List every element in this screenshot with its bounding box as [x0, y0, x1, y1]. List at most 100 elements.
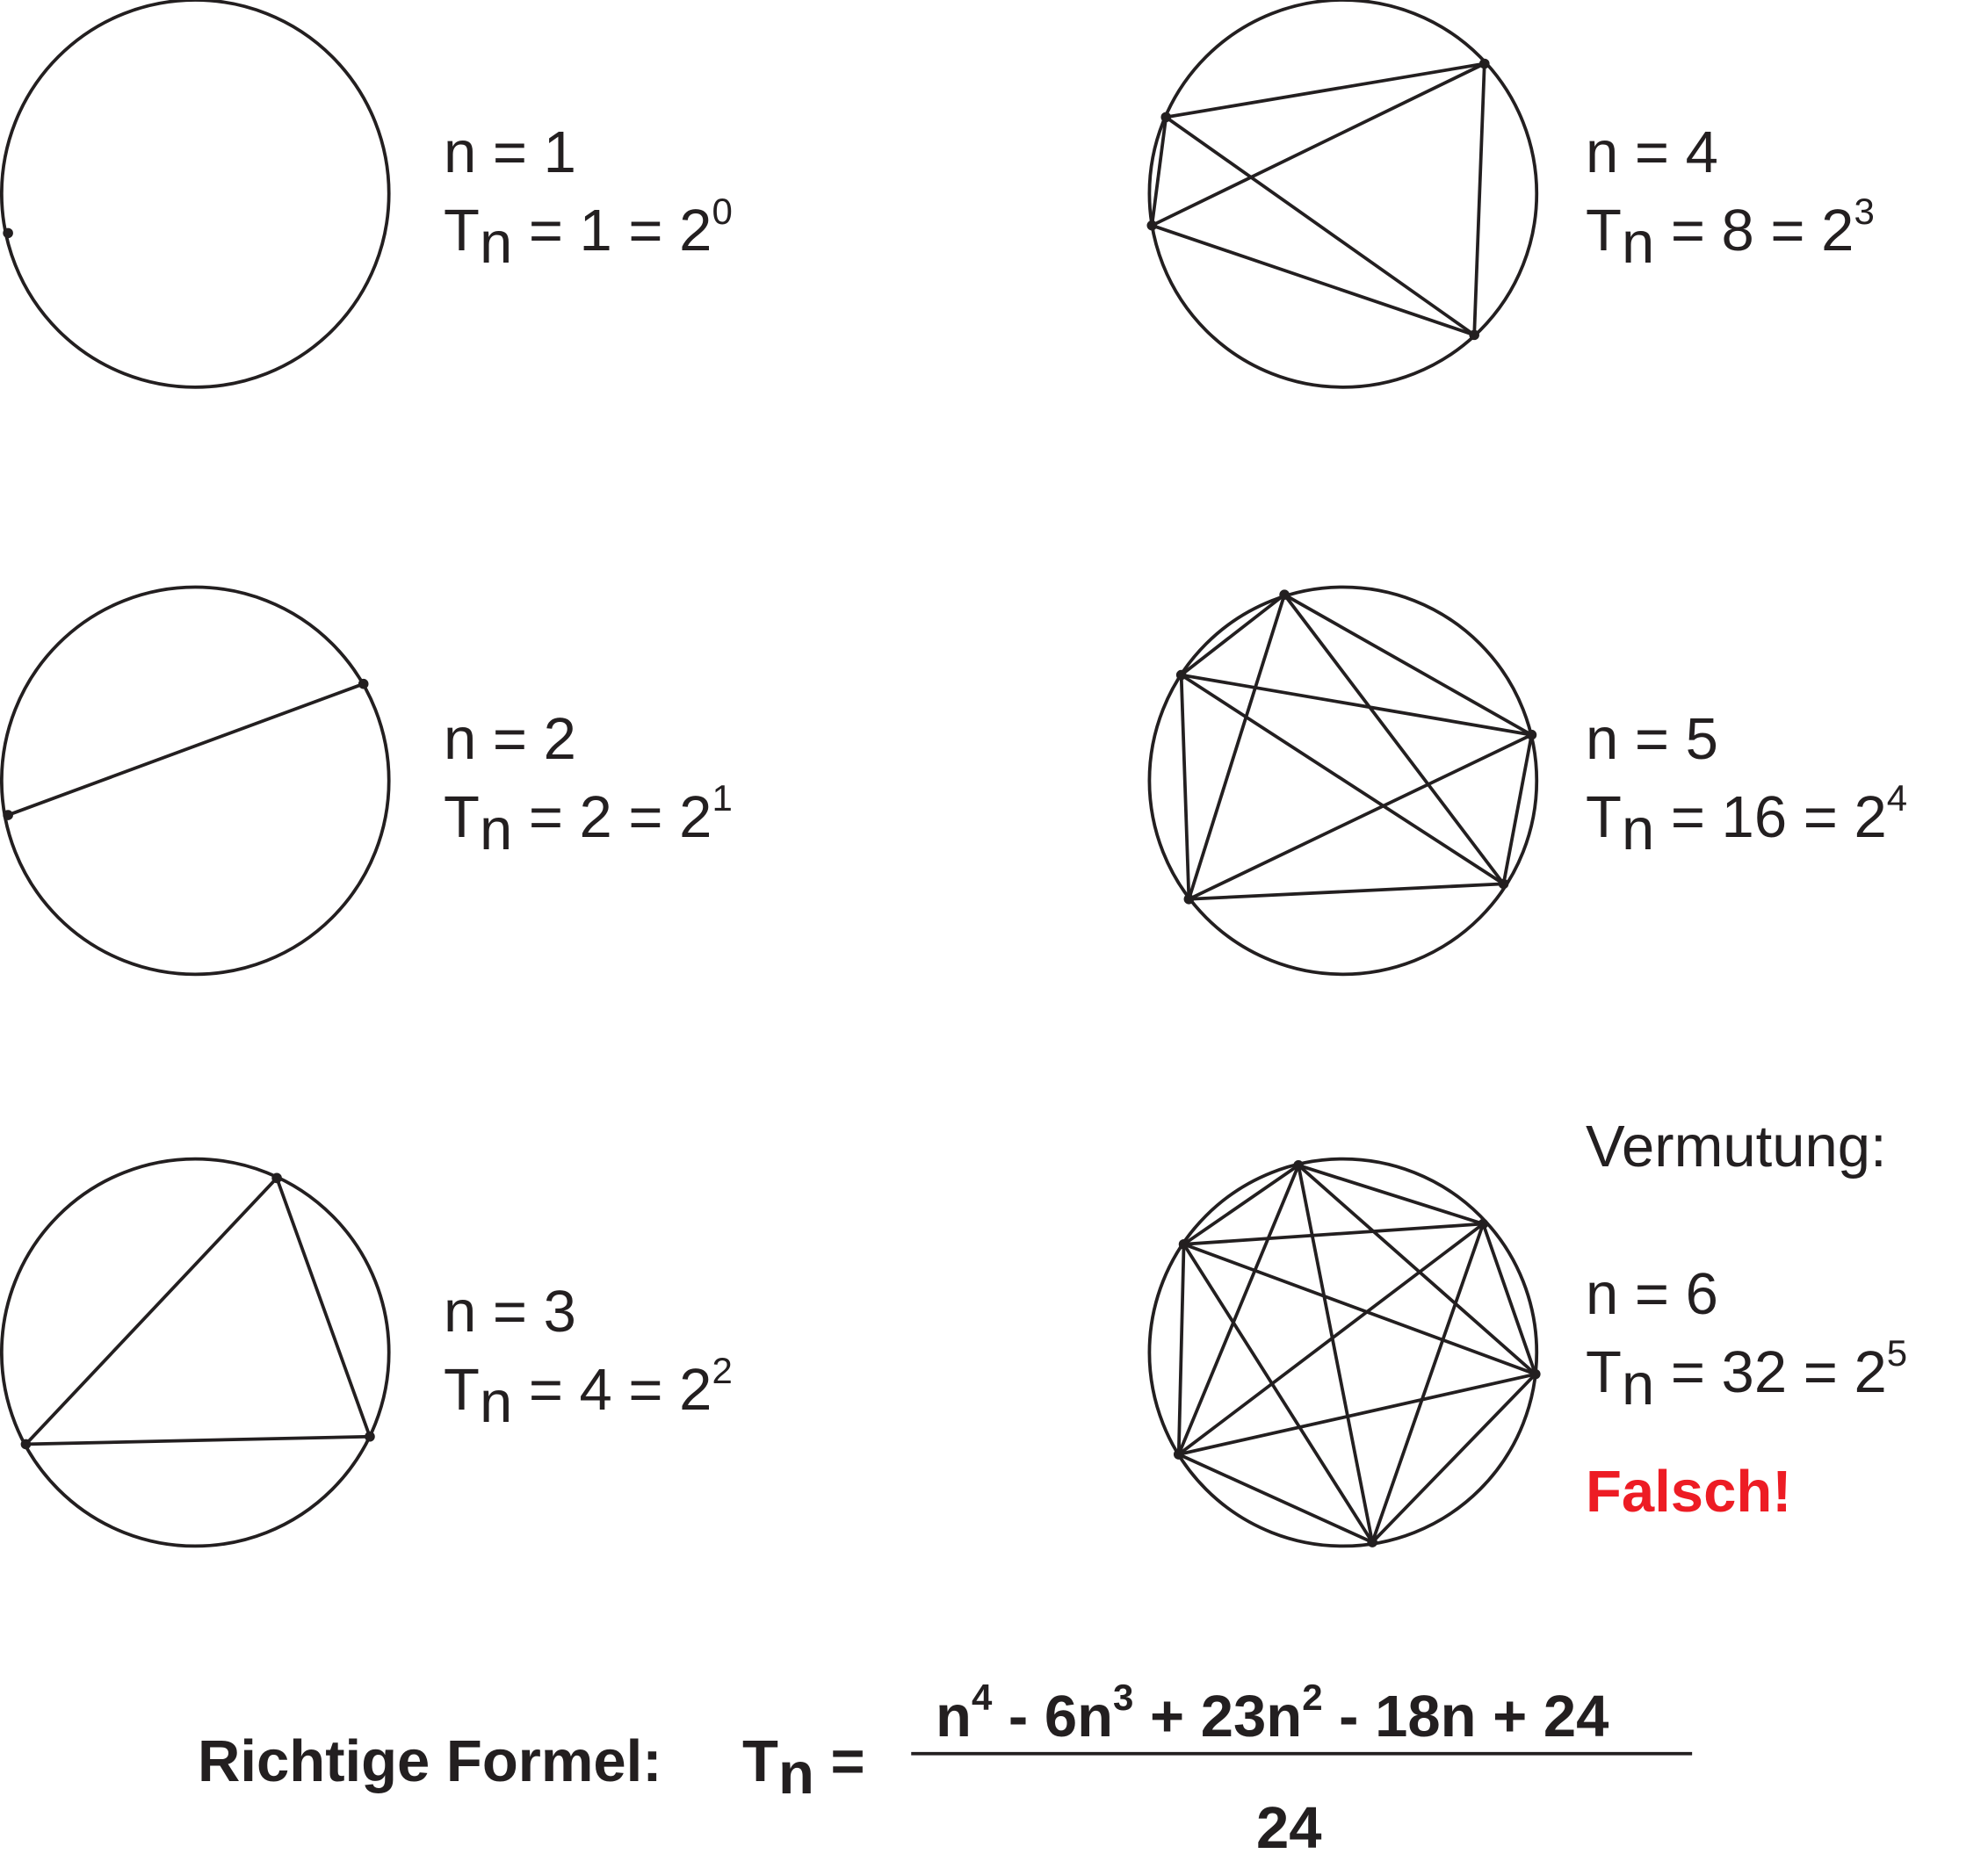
chord	[275, 1177, 372, 1438]
circle-point	[358, 678, 369, 689]
circle-point	[1526, 729, 1537, 740]
circle-point	[1529, 1368, 1541, 1380]
circle	[0, 1157, 391, 1548]
case-n-label: n = 6	[1586, 1261, 1718, 1327]
circle	[1147, 585, 1539, 977]
count-equation: = 32 = 2	[1654, 1339, 1887, 1405]
case-count-label: Tn = 2 = 21	[444, 777, 733, 862]
chord	[1189, 882, 1504, 901]
chord	[1180, 593, 1286, 677]
circle	[1147, 0, 1539, 389]
circle	[0, 585, 391, 977]
power-exponent: 2	[712, 1350, 733, 1391]
chord	[1178, 1372, 1536, 1456]
circle-point	[20, 1439, 32, 1450]
chord	[1176, 1244, 1186, 1455]
chord	[1501, 734, 1534, 884]
power-exponent: 0	[712, 191, 733, 232]
circle-diagram-n6	[1147, 1157, 1541, 1548]
circle-diagram-n2	[0, 585, 391, 977]
chord	[1151, 61, 1486, 227]
t-subscript: n	[479, 1369, 513, 1435]
t-symbol: T	[1586, 1339, 1622, 1405]
chord	[1183, 1222, 1484, 1246]
circle-point	[1498, 878, 1509, 890]
chord	[1165, 61, 1486, 119]
circle-point	[3, 810, 13, 820]
count-equation: = 16 = 2	[1654, 784, 1887, 850]
t-subscript: n	[1621, 797, 1655, 862]
t-symbol: T	[444, 198, 480, 263]
conjecture-label: Vermutung:	[1586, 1114, 1887, 1179]
circle-point	[1293, 1160, 1304, 1171]
num-part: - 18n + 24	[1322, 1684, 1609, 1749]
circle-diagram-n4	[1146, 0, 1539, 389]
case-n-label: n = 1	[444, 119, 576, 185]
chord	[1297, 1165, 1375, 1543]
formula-lhs-sub: n	[777, 1741, 814, 1807]
formula-lhs: Tn =	[742, 1732, 865, 1803]
formula-numerator: n4 - 6n3 + 23n2 - 18n + 24	[936, 1677, 1609, 1749]
circle-point	[1160, 112, 1172, 123]
chord	[1177, 1453, 1373, 1544]
t-symbol: T	[444, 784, 480, 850]
circle-point	[3, 227, 13, 239]
chord	[1181, 673, 1532, 737]
chord	[1182, 1164, 1300, 1246]
formula-label: Richtige Formel:	[198, 1728, 662, 1794]
circle-point	[365, 1431, 375, 1442]
case-n-label: n = 2	[444, 706, 576, 772]
t-symbol: T	[1586, 784, 1622, 850]
chord	[7, 682, 365, 817]
case-count-label: Tn = 1 = 20	[444, 191, 733, 273]
chord	[1481, 1223, 1537, 1375]
chord	[1472, 63, 1486, 335]
circle-point	[1478, 58, 1490, 69]
num-part: + 23n	[1133, 1684, 1303, 1749]
num-part: n	[936, 1684, 972, 1749]
chord	[1179, 674, 1191, 899]
case-count-label: Tn = 16 = 24	[1586, 780, 1907, 862]
case-n-label: n = 5	[1586, 706, 1718, 772]
chord	[1283, 593, 1533, 737]
chord	[1297, 1164, 1537, 1376]
circle-diagram-n5	[1147, 585, 1539, 977]
t-symbol: T	[1586, 198, 1622, 263]
count-equation: = 1 = 2	[512, 198, 712, 263]
formula-equals: =	[813, 1728, 865, 1794]
t-subscript: n	[479, 797, 513, 862]
wrong-label: Falsch!	[1586, 1459, 1792, 1525]
chord	[1283, 594, 1506, 885]
chord	[1370, 1373, 1537, 1544]
formula-lhs-t: T	[742, 1728, 778, 1794]
chord	[25, 1177, 278, 1446]
num-exp: 4	[971, 1677, 993, 1718]
case-count-label: Tn = 32 = 25	[1586, 1335, 1907, 1415]
circle-point	[1469, 329, 1479, 341]
chord	[1182, 1243, 1374, 1544]
chord	[1187, 594, 1286, 900]
num-exp: 2	[1302, 1677, 1323, 1718]
circle-point	[1478, 1218, 1489, 1230]
chord	[1177, 1223, 1485, 1456]
t-symbol: T	[444, 1357, 480, 1423]
circle-point	[1183, 893, 1195, 905]
chord	[1298, 1164, 1484, 1226]
circle-point	[271, 1172, 282, 1184]
t-subscript: n	[1621, 210, 1655, 276]
power-exponent: 1	[712, 777, 733, 819]
formula-denominator: 24	[1256, 1795, 1322, 1861]
case-count-label: Tn = 4 = 22	[444, 1352, 733, 1432]
case-n-label: n = 3	[444, 1279, 576, 1345]
count-equation: = 2 = 2	[512, 784, 712, 850]
chord	[1180, 673, 1505, 885]
circle-point	[1178, 1238, 1189, 1250]
chord	[1150, 117, 1168, 226]
num-part: - 6n	[992, 1684, 1114, 1749]
chord	[1370, 1223, 1486, 1543]
circle-point	[1367, 1537, 1377, 1547]
circle	[0, 0, 391, 389]
chord	[1165, 115, 1476, 336]
chord	[1188, 733, 1533, 901]
